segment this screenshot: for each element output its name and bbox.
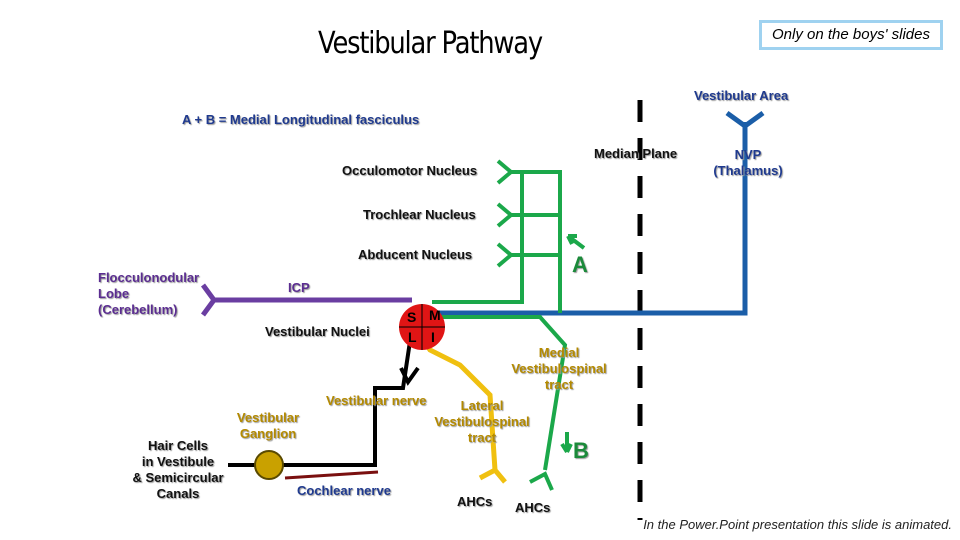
letter-a: A <box>572 252 588 277</box>
ahcs-medial-label: AHCs <box>515 500 551 515</box>
nvp-tract <box>435 122 748 316</box>
lateral-vst-line-2: Vestibulospinal <box>434 414 530 429</box>
hair-cells-line-4: Canals <box>156 486 200 501</box>
letter-b: B <box>573 438 589 463</box>
icp-label: ICP <box>288 280 310 295</box>
flocculo-line-1: Flocculonodular <box>98 270 200 285</box>
vestibular-ganglion-label: Vestibular Ganglion <box>230 410 306 442</box>
medial-vst-terminal <box>529 471 554 491</box>
nucleus-superior: S <box>407 309 417 325</box>
oculomotor-terminal <box>496 159 515 185</box>
flocculo-line-3: (Cerebellum) <box>98 302 178 317</box>
vestibular-nerve-terminal <box>399 366 420 386</box>
nvp-line-1: NVP <box>734 147 762 162</box>
abducent-terminal <box>496 242 515 268</box>
nucleus-inferior: I <box>431 329 435 345</box>
hair-cells-line-3: & Semicircular <box>132 470 224 485</box>
nucleus-lateral: L <box>408 329 417 345</box>
trochlear-label: Trochlear Nucleus <box>363 207 476 222</box>
medial-vst-line-1: Medial <box>538 345 580 360</box>
vestibular-nerve-label: Vestibular nerve <box>326 393 427 408</box>
flocculonodular-label: Flocculonodular Lobe (Cerebellum) <box>98 270 199 318</box>
hair-cells-label: Hair Cells in Vestibule & Semicircular C… <box>124 438 232 502</box>
medial-vst-label: Medial Vestibulospinal tract <box>504 345 614 393</box>
hair-cells-line-2: in Vestibule <box>141 454 215 469</box>
vestibular-area-label: Vestibular Area <box>694 88 789 103</box>
vestibular-nuclei-label: Vestibular Nuclei <box>265 324 370 339</box>
occulomotor-label: Occulomotor Nucleus <box>342 163 478 178</box>
mlf-ascending-tract <box>432 170 524 304</box>
lateral-vst-line-3: tract <box>467 430 497 445</box>
arrow-a <box>566 234 586 250</box>
boys-slides-badge: Only on the boys' slides <box>759 20 943 50</box>
animation-note: In the Power.Point presentation this sli… <box>643 517 952 532</box>
median-plane-label: Median Plane <box>594 146 678 161</box>
vestibular-ganglion-circle <box>254 450 284 480</box>
medial-vestibulospinal-tract <box>432 315 568 471</box>
mlf-label: A + B = Medial Longitudinal fasciculus <box>182 112 420 127</box>
trochlear-terminal <box>496 202 515 228</box>
vestibular-ganglion-line-1: Vestibular <box>236 410 300 425</box>
nucleus-medial: M <box>429 307 441 323</box>
nvp-label: NVP (Thalamus) <box>708 147 788 179</box>
cochlear-nerve-label: Cochlear nerve <box>297 483 391 498</box>
medial-vst-line-2: Vestibulospinal <box>511 361 607 376</box>
vestibular-nerve <box>270 327 414 467</box>
icp-terminal <box>200 283 218 317</box>
lateral-vst-label: Lateral Vestibulospinal tract <box>424 398 540 446</box>
ahcs-lateral-label: AHCs <box>457 494 493 509</box>
flocculo-line-2: Lobe <box>98 286 130 301</box>
lateral-vst-line-1: Lateral <box>460 398 504 413</box>
page-title: Vestibular Pathway <box>318 26 543 61</box>
medial-vst-line-3: tract <box>544 377 574 392</box>
nvp-line-2: (Thalamus) <box>713 163 783 178</box>
abducent-label: Abducent Nucleus <box>358 247 473 262</box>
hair-cells-line-1: Hair Cells <box>148 438 208 453</box>
arrow-b <box>560 432 573 454</box>
lateral-vst-terminal <box>478 466 507 484</box>
mlf-branch-trochlear <box>522 170 562 313</box>
cochlear-nerve-line <box>284 470 379 480</box>
nvp-terminal <box>725 110 765 130</box>
vestibular-ganglion-line-2: Ganglion <box>239 426 297 441</box>
